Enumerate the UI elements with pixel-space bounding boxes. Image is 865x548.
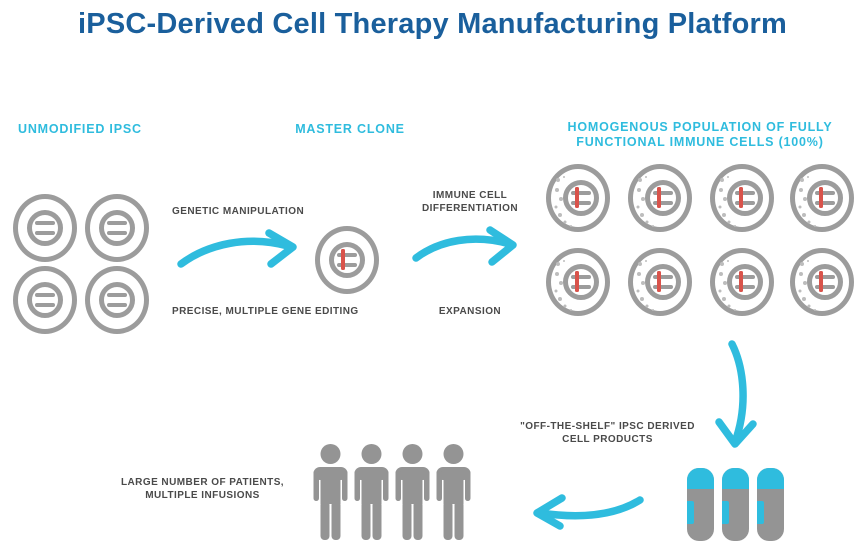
ipsc-cell: [85, 266, 149, 334]
down-arrow-icon: [715, 340, 757, 448]
genetic-manipulation-arrow-icon: [177, 229, 297, 268]
label-off-the-shelf-products: "OFF-THE-SHELF" IPSC DERIVED CELL PRODUC…: [520, 421, 695, 445]
immune-cell: [546, 248, 610, 316]
label-homogenous-population: HOMOGENOUS POPULATION OF FULLY FUNCTIONA…: [567, 120, 833, 149]
patient-icon: [313, 444, 348, 540]
vial-label: [687, 501, 694, 524]
differentiation-arrow-icon: [412, 226, 517, 266]
vial-cap: [757, 468, 784, 489]
label-expansion: EXPANSION: [438, 306, 502, 317]
label-precise-gene-editing: PRECISE, MULTIPLE GENE EDITING: [172, 306, 359, 317]
vial-label: [722, 501, 729, 524]
patient-icon: [354, 444, 389, 540]
cell-product-vial: [687, 468, 714, 541]
vial-cap: [687, 468, 714, 489]
label-unmodified-ipsc: UNMODIFIED IPSC: [18, 122, 142, 136]
immune-cell: [546, 164, 610, 232]
vial-label: [757, 501, 764, 524]
page-title: iPSC-Derived Cell Therapy Manufacturing …: [78, 8, 787, 40]
vial-cap: [722, 468, 749, 489]
immune-cell: [790, 164, 854, 232]
label-genetic-manipulation: GENETIC MANIPULATION: [172, 206, 305, 217]
ipsc-cell: [13, 194, 77, 262]
immune-cell: [710, 164, 774, 232]
ipsc-cell: [85, 194, 149, 262]
infusion-arrow-icon: [533, 494, 644, 530]
patient-icon: [436, 444, 471, 540]
immune-cell: [710, 248, 774, 316]
label-patients: LARGE NUMBER OF PATIENTS, MULTIPLE INFUS…: [120, 477, 285, 501]
immune-cell: [628, 164, 692, 232]
label-immune-cell-differentiation: IMMUNE CELL DIFFERENTIATION: [421, 190, 518, 214]
immune-cell: [628, 248, 692, 316]
cell-product-vial: [722, 468, 749, 541]
label-master-clone: MASTER CLONE: [295, 122, 405, 136]
gene-edit-mark: [341, 249, 345, 270]
immune-cell: [790, 248, 854, 316]
ipsc-cell: [13, 266, 77, 334]
cell-product-vial: [757, 468, 784, 541]
patient-icon: [395, 444, 430, 540]
master-clone-cell: [315, 226, 379, 294]
